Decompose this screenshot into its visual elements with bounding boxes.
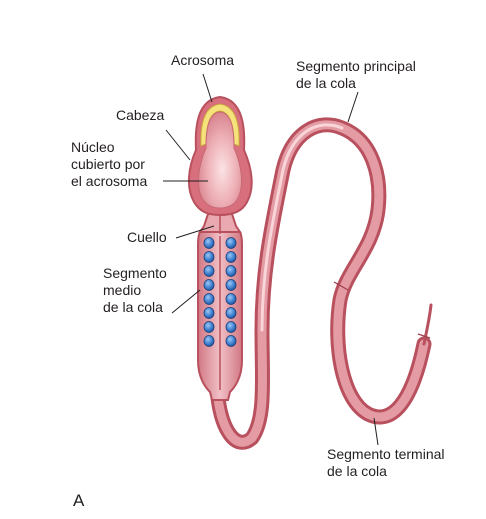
label-end-piece-line-1: Segmento terminal xyxy=(327,446,445,462)
mitochondrion xyxy=(225,335,237,347)
label-end-piece: Segmento terminal de la cola xyxy=(327,446,445,480)
label-nucleus: Núcleo cubierto por el acrosoma xyxy=(71,139,147,190)
label-acrosome: Acrosoma xyxy=(171,52,234,69)
nucleus xyxy=(198,111,242,209)
mitochondria-right xyxy=(225,237,237,347)
mitochondrion xyxy=(203,307,215,319)
label-head-line-1: Cabeza xyxy=(116,107,165,123)
label-middle-piece-line-2: medio xyxy=(103,282,142,298)
end-piece-boundary xyxy=(417,333,431,339)
leader-acrosome xyxy=(202,73,213,103)
principal-piece-boundary xyxy=(333,281,349,291)
mitochondrion xyxy=(225,265,237,277)
mitochondrion xyxy=(203,293,215,305)
label-end-piece-line-2: de la cola xyxy=(327,463,387,479)
label-principal-piece-line-2: de la cola xyxy=(296,75,356,91)
mitochondrion xyxy=(203,251,215,263)
middle-piece xyxy=(197,231,243,401)
label-principal-piece-line-1: Segmento principal xyxy=(296,58,416,74)
mitochondrion xyxy=(225,251,237,263)
mitochondrion xyxy=(203,321,215,333)
label-nucleus-line-3: el acrosoma xyxy=(71,173,148,189)
label-neck-line-1: Cuello xyxy=(127,229,167,245)
mitochondrion xyxy=(225,321,237,333)
label-middle-piece-line-3: de la cola xyxy=(103,299,163,315)
leader-neck xyxy=(175,225,215,239)
tail xyxy=(210,117,433,450)
leader-principal-piece xyxy=(347,91,359,123)
mitochondrion xyxy=(225,293,237,305)
label-nucleus-line-1: Núcleo xyxy=(71,139,115,155)
mitochondrion xyxy=(203,265,215,277)
mitochondria-left xyxy=(203,237,215,347)
label-acrosome-line-1: Acrosoma xyxy=(171,52,235,68)
label-principal-piece: Segmento principal de la cola xyxy=(296,58,416,92)
label-head: Cabeza xyxy=(116,107,164,124)
mitochondrion xyxy=(225,237,237,249)
mitochondrion xyxy=(203,335,215,347)
head xyxy=(188,95,253,217)
tail-highlight xyxy=(260,123,344,332)
label-middle-piece-line-1: Segmento xyxy=(103,265,167,281)
mitochondrion xyxy=(203,279,215,291)
label-nucleus-line-2: cubierto por xyxy=(71,156,145,172)
tail-end-piece xyxy=(422,303,433,346)
label-middle-piece: Segmento medio de la cola xyxy=(103,265,167,316)
leader-head xyxy=(165,129,191,161)
mitochondrion xyxy=(225,279,237,291)
panel-letter: A xyxy=(73,491,85,510)
mitochondrion xyxy=(225,307,237,319)
leader-middle-piece xyxy=(171,289,201,314)
leader-end-piece xyxy=(373,417,379,446)
label-neck: Cuello xyxy=(127,229,167,246)
neck xyxy=(198,213,242,234)
mitochondrion xyxy=(203,237,215,249)
leader-lines xyxy=(163,73,379,446)
